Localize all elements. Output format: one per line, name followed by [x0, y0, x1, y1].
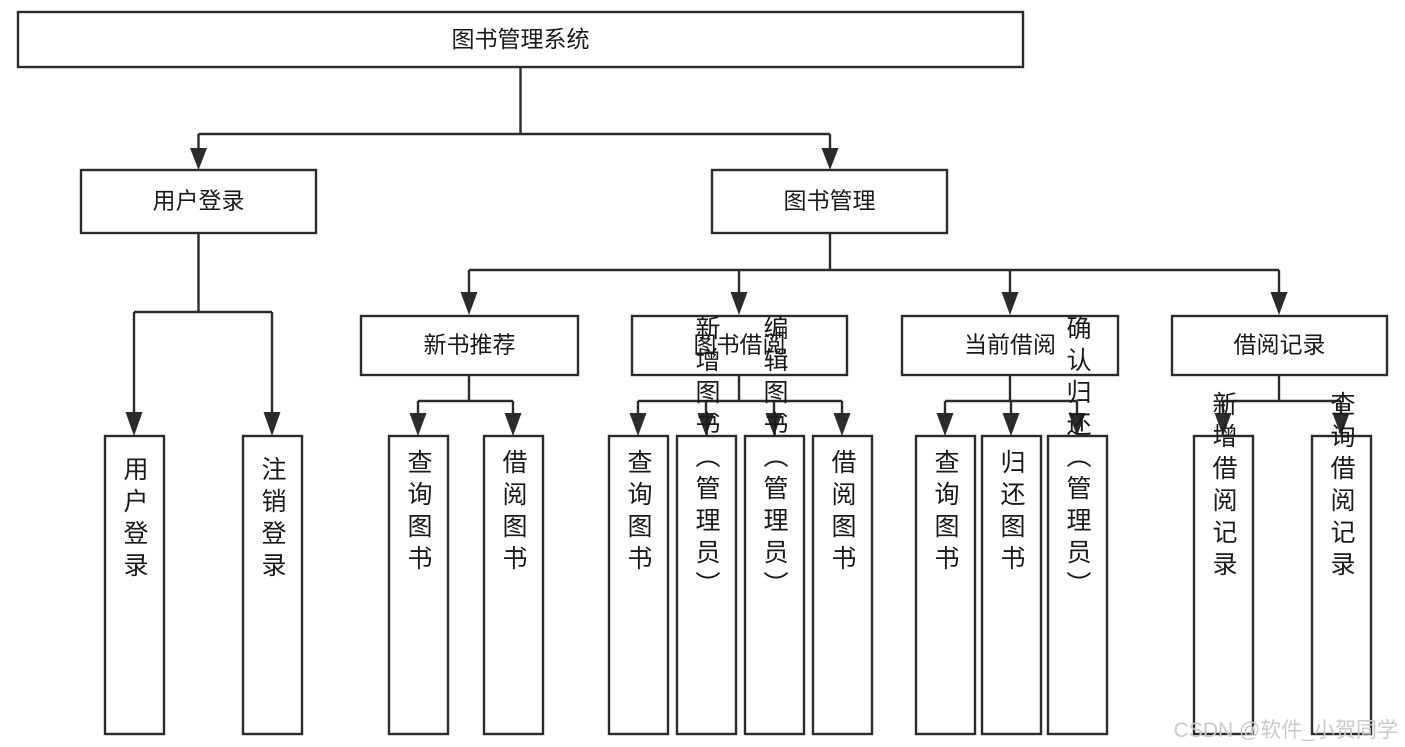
leaf-query-book-recommend-box[interactable]	[387, 434, 450, 736]
leaf-user-login[interactable]: 用户登录	[103, 434, 166, 736]
node-book-borrow-box[interactable]	[630, 314, 849, 377]
node-book-management-label: 图书管理	[784, 188, 876, 214]
node-root-box[interactable]	[16, 10, 1025, 69]
leaf-query-book-borrow-label: 查询图书	[624, 449, 653, 577]
leaf-query-book-recommend[interactable]: 查询图书	[387, 434, 450, 736]
leaf-logout-box[interactable]	[241, 434, 304, 736]
leaf-borrow-book-box[interactable]	[811, 434, 874, 736]
leaf-query-borrow-record[interactable]: 查询借阅记录	[1310, 391, 1373, 736]
node-book-management[interactable]: 图书管理	[710, 168, 949, 235]
node-new-book-recommend-label: 新书推荐	[424, 332, 516, 358]
arrow-head-user-login	[190, 148, 207, 170]
arrow-head-leaf-edit-book	[765, 413, 783, 436]
leaf-return-book[interactable]: 归还图书	[980, 434, 1043, 736]
arrow-head-book-borrow	[730, 292, 748, 315]
leaf-add-borrow-record-label: 新增借阅记录	[1209, 391, 1238, 583]
arrow-head-leaf-borrow-book-1	[504, 413, 522, 436]
node-new-book-recommend-box[interactable]	[359, 314, 580, 377]
leaf-return-book-box[interactable]	[980, 434, 1043, 736]
leaf-query-borrow-record-label: 查询借阅记录	[1327, 391, 1356, 583]
arrow-head-leaf-add-record	[1214, 413, 1232, 436]
leaf-add-borrow-record[interactable]: 新增借阅记录	[1192, 391, 1255, 736]
arrow-head-leaf-query-book-2	[629, 413, 647, 436]
node-user-login-label: 用户登录	[153, 188, 245, 214]
node-book-borrow[interactable]: 图书借阅	[630, 314, 849, 377]
node-new-book-recommend[interactable]: 新书推荐	[359, 314, 580, 377]
node-book-borrow-label: 图书借阅	[694, 332, 786, 358]
node-borrow-record[interactable]: 借阅记录	[1170, 314, 1389, 377]
csdn-watermark: CSDN @软件_小贺同学	[1174, 719, 1398, 742]
leaf-confirm-return[interactable]: 确认归还（管理员）	[1046, 315, 1109, 736]
arrow-head-leaf-add-book	[697, 413, 715, 436]
leaf-edit-book-label: 编辑图书（管理员）	[760, 315, 789, 603]
node-current-borrow-label: 当前借阅	[964, 332, 1056, 358]
leaf-borrow-book-recommend-label: 借阅图书	[499, 449, 528, 577]
arrow-head-leaf-return-book	[1002, 413, 1020, 436]
arrow-head-book-manage	[821, 148, 839, 170]
node-user-login-box[interactable]	[79, 168, 318, 235]
leaf-borrow-book-recommend-box[interactable]	[482, 434, 545, 736]
leaf-logout-label: 注销登录	[258, 456, 287, 584]
leaf-add-book-box[interactable]	[675, 434, 738, 736]
node-root[interactable]: 图书管理系统	[16, 10, 1025, 69]
leaf-borrow-book-label: 借阅图书	[828, 449, 857, 577]
leaf-edit-book[interactable]: 编辑图书（管理员）	[743, 315, 806, 736]
leaf-query-book-current[interactable]: 查询图书	[914, 434, 977, 736]
node-current-borrow[interactable]: 当前借阅	[900, 314, 1120, 377]
connector-layer	[125, 67, 1350, 436]
leaf-add-book[interactable]: 新增图书（管理员）	[675, 315, 738, 736]
arrow-head-leaf-logout	[263, 412, 281, 436]
node-current-borrow-box[interactable]	[900, 314, 1120, 377]
arrow-head-leaf-query-record	[1332, 413, 1350, 436]
leaf-user-login-box[interactable]	[103, 434, 166, 736]
leaf-borrow-book[interactable]: 借阅图书	[811, 434, 874, 736]
arrow-head-leaf-confirm-return	[1068, 413, 1086, 436]
leaf-user-login-label: 用户登录	[120, 456, 149, 584]
node-user-login[interactable]: 用户登录	[79, 168, 318, 235]
arrow-head-new-book-recommend	[460, 292, 478, 315]
arrow-head-borrow-record	[1270, 292, 1288, 315]
arrow-head-leaf-user-login	[125, 412, 143, 436]
leaf-add-book-label: 新增图书（管理员）	[692, 315, 721, 603]
node-borrow-record-box[interactable]	[1170, 314, 1389, 377]
leaf-query-book-current-box[interactable]	[914, 434, 977, 736]
leaf-query-book-borrow-box[interactable]	[607, 434, 670, 736]
arrow-head-leaf-query-book-1	[409, 413, 427, 436]
leaf-confirm-return-box[interactable]	[1046, 434, 1109, 736]
leaf-borrow-book-recommend[interactable]: 借阅图书	[482, 434, 545, 736]
node-root-label: 图书管理系统	[452, 26, 590, 52]
leaf-edit-book-box[interactable]	[743, 434, 806, 736]
leaf-logout[interactable]: 注销登录	[241, 434, 304, 736]
leaf-add-borrow-record-box[interactable]	[1192, 434, 1255, 736]
leaf-return-book-label: 归还图书	[997, 449, 1026, 577]
node-borrow-record-label: 借阅记录	[1234, 332, 1326, 358]
leaf-query-borrow-record-box[interactable]	[1310, 434, 1373, 736]
arrow-head-leaf-query-book-3	[936, 413, 954, 436]
leaf-query-book-recommend-label: 查询图书	[404, 449, 433, 577]
leaf-query-book-borrow[interactable]: 查询图书	[607, 434, 670, 736]
leaf-confirm-return-label: 确认归还（管理员）	[1063, 315, 1092, 603]
node-book-management-box[interactable]	[710, 168, 949, 235]
arrow-head-current-borrow	[1001, 292, 1019, 315]
arrow-head-leaf-borrow-book-2	[833, 413, 851, 436]
leaf-query-book-current-label: 查询图书	[931, 449, 960, 577]
